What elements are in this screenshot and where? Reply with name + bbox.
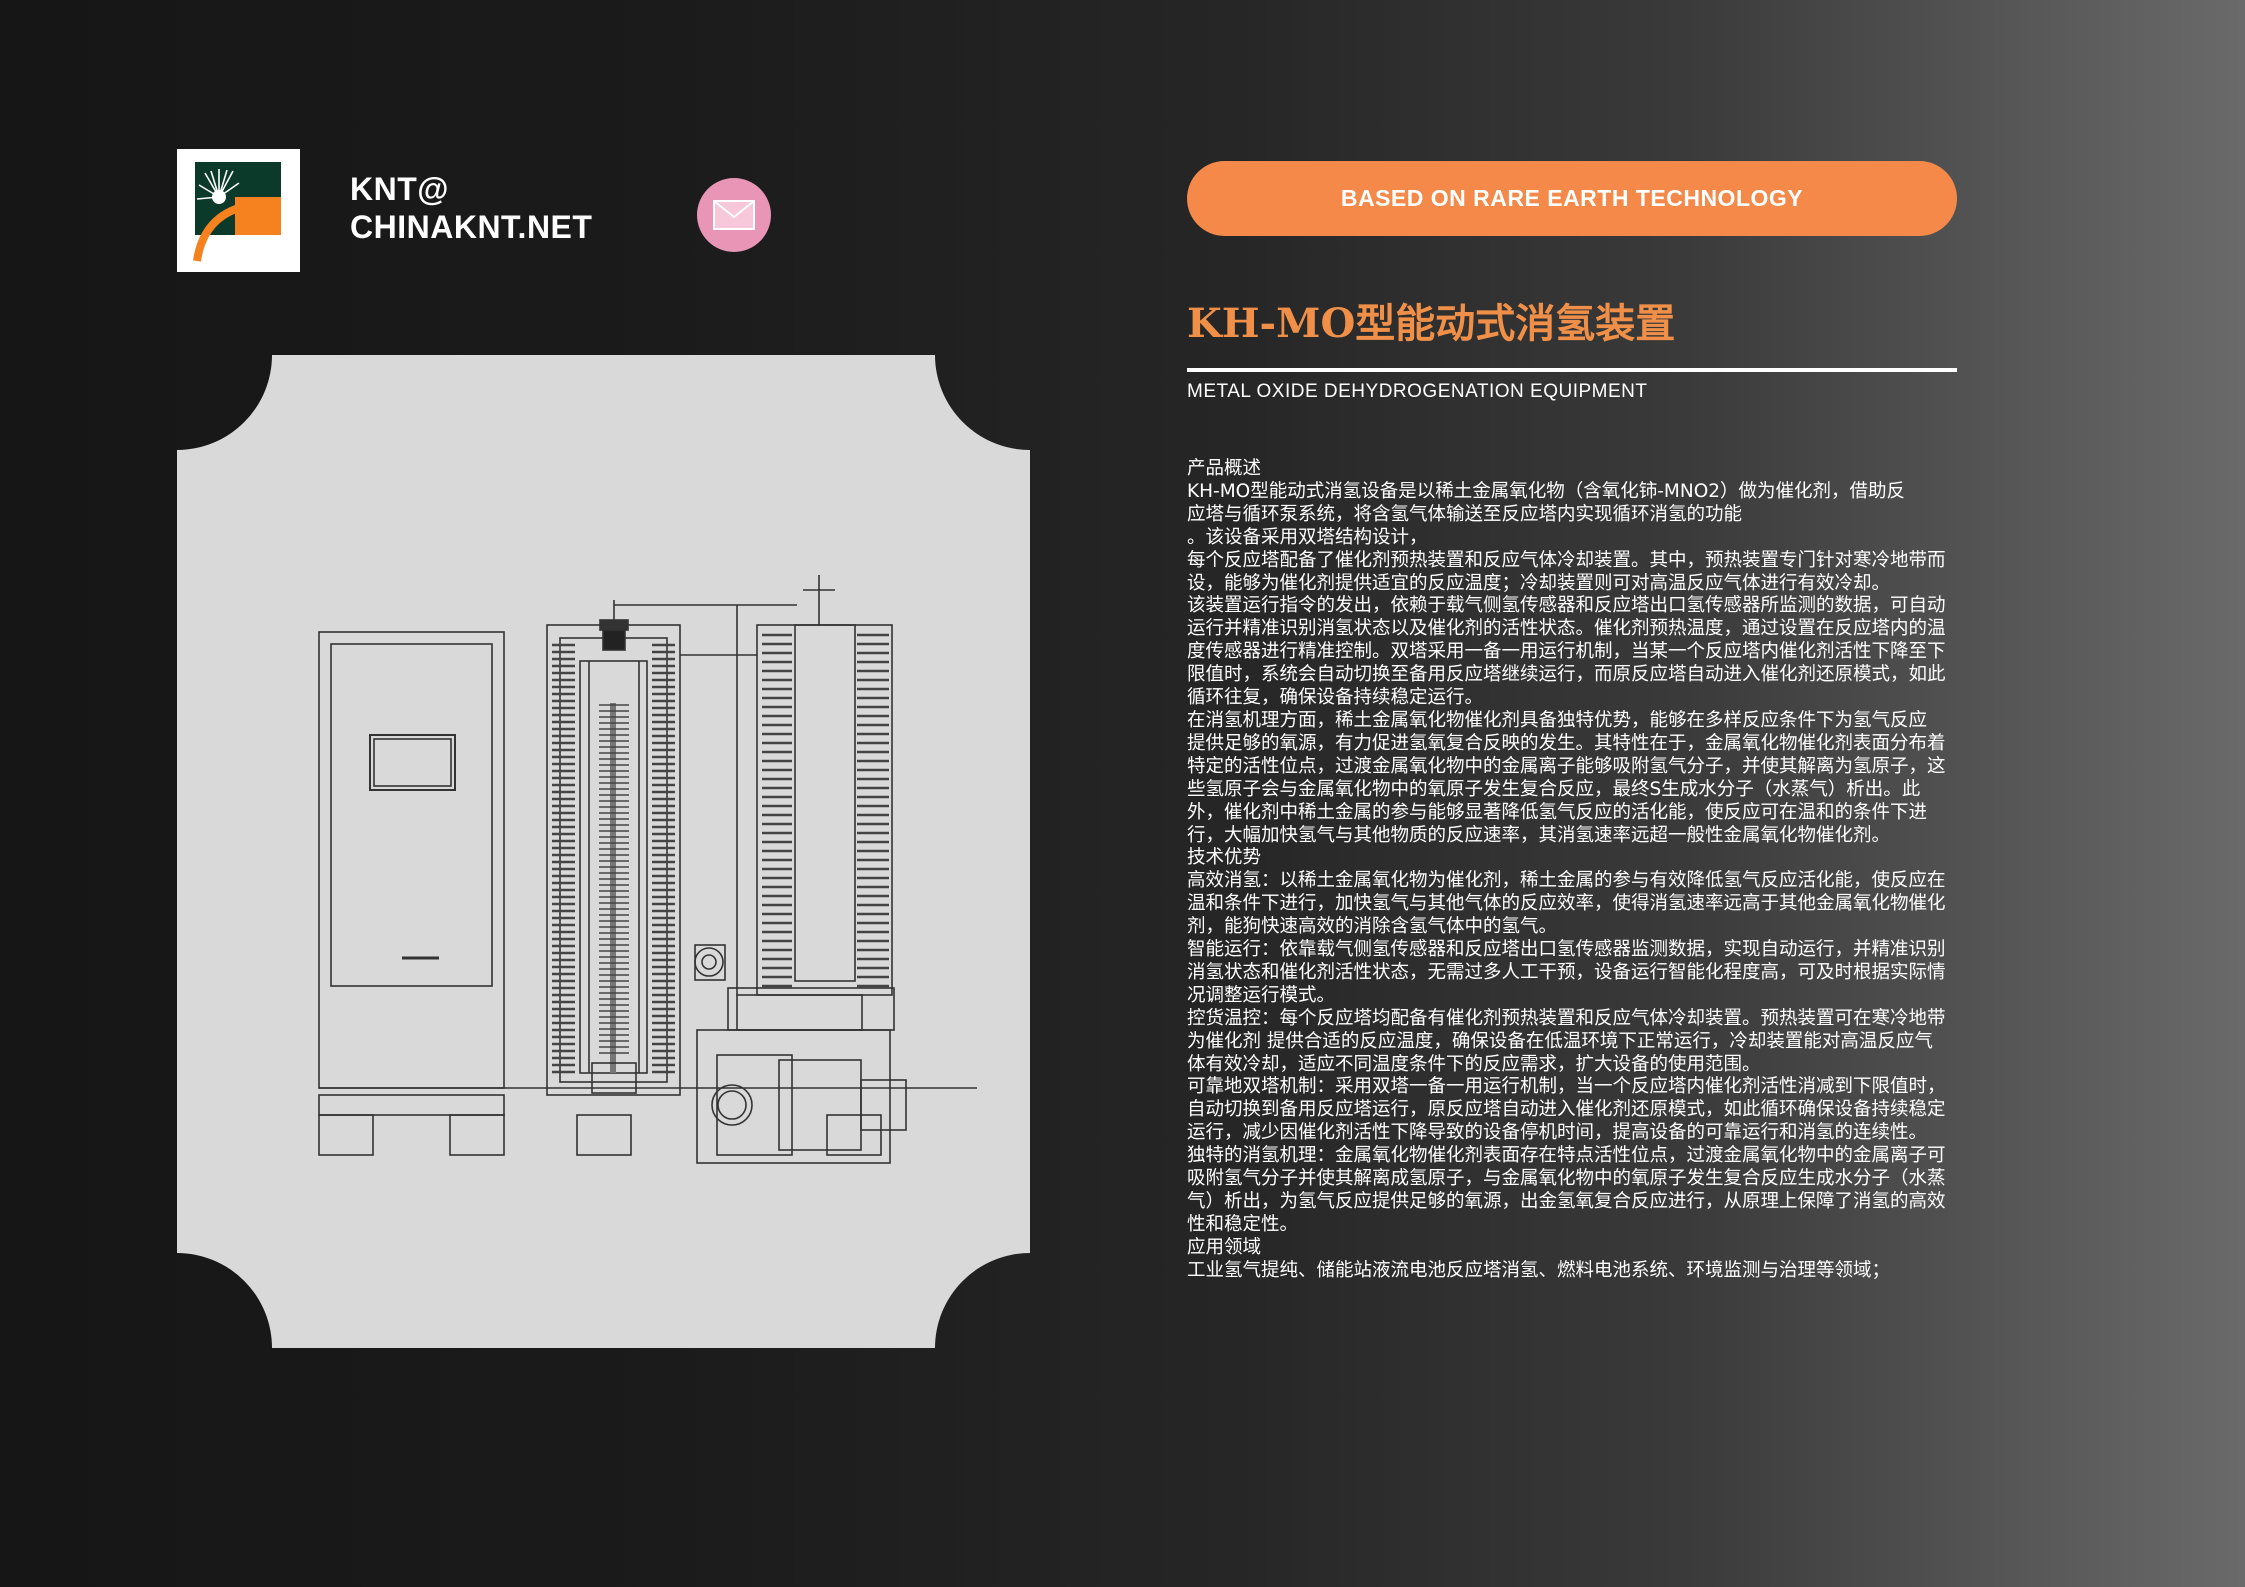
description-line: 智能运行：依靠载气侧氢传感器和反应塔出口氢传感器监测数据，实现自动运行，并精准识… [1187, 939, 1946, 961]
description-line: 高效消氢：以稀土金属氧化物为催化剂，稀土金属的参与有效降低氢气反应活化能，使反应… [1187, 870, 1946, 892]
description-line: 体有效冷却，适应不同温度条件下的反应需求，扩大设备的使用范围。 [1187, 1053, 1761, 1075]
description-line: 运行并精准识别消氢状态以及催化剂的活性状态。催化剂预热温度，通过设置在反应塔内的… [1187, 618, 1946, 640]
product-title: KH-MO型能动式消氢装置 [1187, 300, 1676, 347]
description-line: 特定的活性位点，过渡金属氧化物中的金属离子能够吸附氢气分子，并使其解离为氢原子，… [1187, 755, 1946, 777]
description-line: 控货温控：每个反应塔均配备有催化剂预热装置和反应气体冷却装置。预热装置可在寒冷地… [1187, 1007, 1946, 1029]
description-line: 工业氢气提纯、储能站液流电池反应塔消氢、燃料电池系统、环境监测与治理等领域； [1187, 1259, 1891, 1281]
description-line: 行，大幅加快氢气与其他物质的反应速率，其消氢速率远超一般性金属氧化物催化剂。 [1187, 824, 1891, 846]
description-line: KH-MO型能动式消氢设备是以稀土金属氧化物（含氧化铈-MNO2）做为催化剂，借… [1187, 480, 1906, 502]
tagline-badge: BASED ON RARE EARTH TECHNOLOGY [1187, 161, 1957, 236]
description-line: 运行，减少因催化剂活性下降导致的设备停机时间，提高设备的可靠运行和消氢的连续性。 [1187, 1122, 1928, 1144]
description-line: 吸附氢气分子并使其解离成氢原子，与金属氧化物中的氧原子发生复合反应生成水分子（水… [1187, 1168, 1946, 1190]
description-line: 在消氢机理方面，稀土金属氧化物催化剂具备独特优势，能够在多样反应条件下为氢气反应 [1187, 709, 1928, 731]
description-line: 为催化剂 提供合适的反应温度，确保设备在低温环境下正常运行，冷却装置能对高温反应… [1187, 1030, 1933, 1052]
contact-line-2: CHINAKNT.NET [350, 209, 593, 245]
title-divider [1187, 368, 1957, 372]
description-line: 独特的消氢机理：金属氧化物催化剂表面存在特点活性位点，过渡金属氧化物中的金属离子… [1187, 1145, 1946, 1167]
description-line: 气）析出，为氢气反应提供足够的氧源，出金氢氧复合反应进行，从原理上保障了消氢的高… [1187, 1191, 1946, 1212]
contact-email[interactable]: KNT@ CHINAKNT.NET [350, 170, 592, 246]
description-line: 循环往复，确保设备持续稳定运行。 [1187, 687, 1484, 709]
description-line: 应用领域 [1187, 1236, 1262, 1258]
mail-button[interactable] [697, 178, 771, 252]
mail-icon [713, 200, 755, 230]
product-description: 产品概述 KH-MO型能动式消氢设备是以稀土金属氧化物（含氧化铈-MNO2）做为… [1187, 458, 2062, 1283]
description-line: 些氢原子会与金属氧化物中的氧原子发生复合反应，最终S生成水分子（水蒸气）析出。此 [1187, 778, 1921, 800]
equipment-drawing [177, 355, 1030, 1348]
description-line: 应塔与循环泵系统，将含氢气体输送至反应塔内实现循环消氢的功能 [1187, 503, 1743, 525]
description-line: 设，能够为催化剂提供适宜的反应温度；冷却装置则可对高温反应气体进行有效冷却。 [1187, 572, 1891, 594]
contact-line-1: KNT@ [350, 171, 449, 207]
description-line: 温和条件下进行，加快氢气与其他气体的反应效率，使得消氢速率远高于其他金属氧化物催… [1187, 893, 1946, 915]
description-line: 产品概述 [1187, 458, 1262, 479]
product-subtitle: METAL OXIDE DEHYDROGENATION EQUIPMENT [1187, 381, 1648, 402]
description-line: 每个反应塔配备了催化剂预热装置和反应气体冷却装置。其中，预热装置专门针对寒冷地带… [1187, 549, 1946, 571]
description-line: 。该设备采用双塔结构设计， [1187, 526, 1428, 548]
description-line: 限值时，系统会自动切换至备用反应塔继续运行，而原反应塔自动进入催化剂还原模式，如… [1187, 664, 1946, 686]
description-line: 提供足够的氧源，有力促进氢氧复合反映的发生。其特性在于，金属氧化物催化剂表面分布… [1187, 732, 1946, 754]
description-line: 技术优势 [1187, 847, 1262, 869]
description-line: 剂，能狗快速高效的消除含氢气体中的氢气。 [1187, 916, 1558, 938]
description-line: 度传感器进行精准控制。双塔采用一备一用运行机制，当某一个反应塔内催化剂活性下降至… [1187, 641, 1946, 663]
company-logo-icon [193, 162, 281, 262]
description-line: 外，催化剂中稀土金属的参与能够显著降低氢气反应的活化能，使反应可在温和的条件下进 [1187, 801, 1928, 823]
description-line: 该装置运行指令的发出，依赖于载气侧氢传感器和反应塔出口氢传感器所监测的数据，可自… [1187, 595, 1946, 617]
description-line: 性和稳定性。 [1187, 1213, 1299, 1235]
description-line: 自动切换到备用反应塔运行，原反应塔自动进入催化剂还原模式，如此循环确保设备持续稳… [1187, 1099, 1946, 1121]
description-line: 消氢状态和催化剂活性状态，无需过多人工干预，设备运行智能化程度高，可及时根据实际… [1187, 961, 1946, 983]
description-line: 况调整运行模式。 [1187, 984, 1336, 1006]
description-line: 可靠地双塔机制：采用双塔一备一用运行机制，当一个反应塔内催化剂活性消减到下限值时… [1187, 1076, 1946, 1098]
company-logo [177, 149, 300, 272]
